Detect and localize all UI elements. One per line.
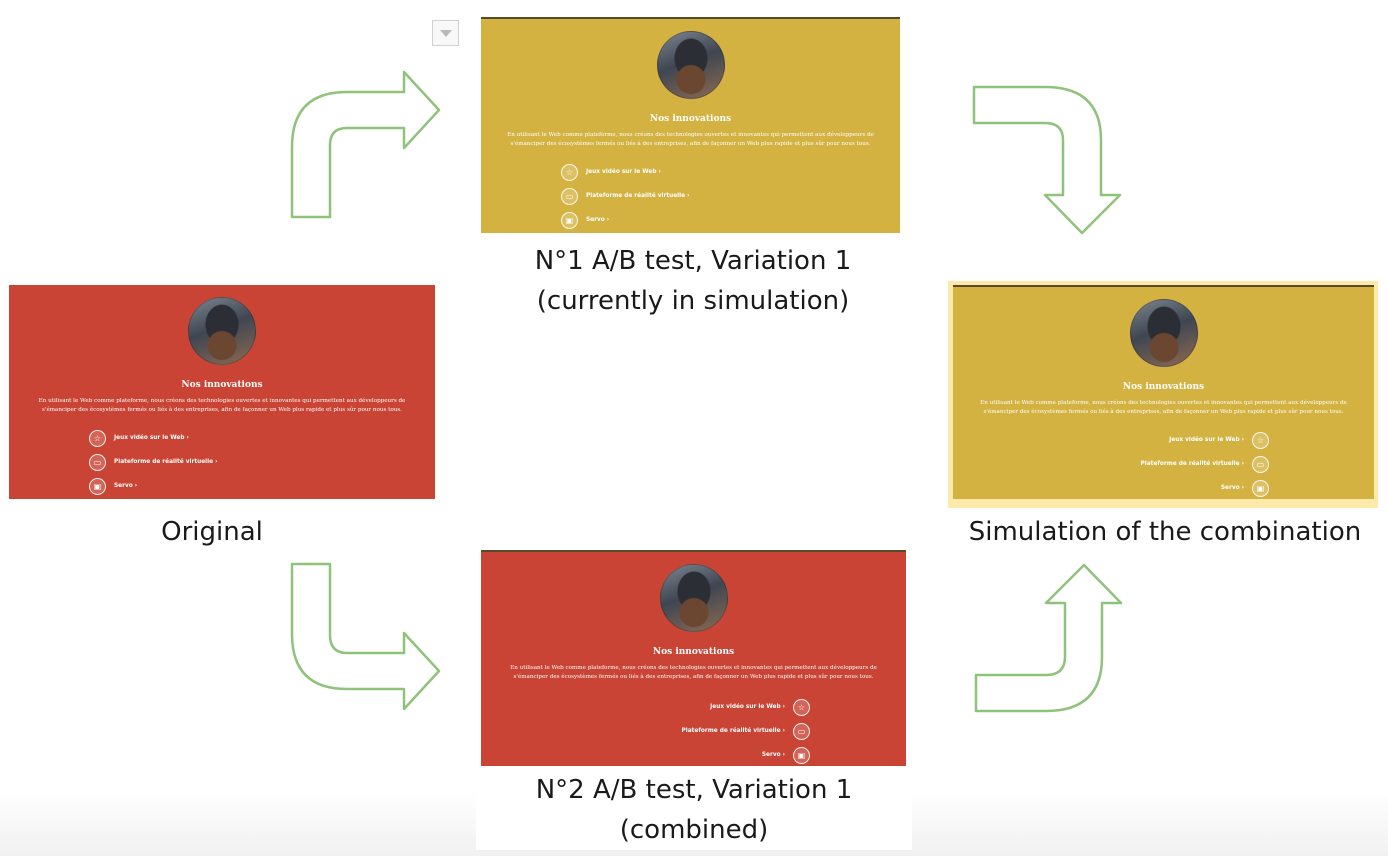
vr-headset-icon: ▭ [793,722,810,740]
panel-title: Nos innovations [1122,382,1205,392]
link-servo[interactable]: Servo › ▣ [1221,478,1269,498]
link-games[interactable]: ☆ Jeux vidéo sur le Web › [89,428,189,448]
combined-caption: Simulation of the combination [968,517,1362,547]
ab1-caption: N°1 A/B test, Variation 1 (currently in … [534,246,852,316]
avatar [1129,299,1198,367]
panel-description: En utilisant le Web comme plateforme, no… [980,400,1347,415]
star-icon: ☆ [793,698,810,716]
original-panel: Nos innovations En utilisant le Web comm… [9,285,435,499]
link-vr[interactable]: ▭ Plateforme de réalité virtuelle › [561,186,689,206]
ab1-panel: Nos innovations En utilisant le Web comm… [481,17,900,233]
combined-panel: Nos innovations En utilisant le Web comm… [953,285,1374,499]
browser-window-icon: ▣ [1252,479,1269,497]
ab2-panel: Nos innovations En utilisant le Web comm… [481,550,906,766]
link-games[interactable]: Jeux vidéo sur le Web › ☆ [1169,430,1269,450]
original-caption: Original [161,517,263,547]
browser-window-icon: ▣ [793,746,810,764]
vr-headset-icon: ▭ [1252,455,1269,473]
star-icon: ☆ [561,163,578,181]
link-servo[interactable]: ▣ Servo › [89,476,137,496]
avatar [656,31,725,99]
dropdown-toggle[interactable] [432,20,459,46]
avatar [188,297,256,365]
panel-title: Nos innovations [181,380,263,390]
panel-title: Nos innovations [652,647,735,657]
vr-headset-icon: ▭ [89,453,106,471]
avatar [659,564,728,632]
panel-description: En utilisant le Web comme plateforme, no… [38,398,406,413]
link-games[interactable]: ☆ Jeux vidéo sur le Web › [561,162,661,182]
link-servo[interactable]: ▣ Servo › [561,210,609,230]
ab2-caption: N°2 A/B test, Variation 1 (combined) [476,770,912,850]
star-icon: ☆ [1252,431,1269,449]
chevron-down-icon [439,29,452,37]
link-vr[interactable]: Plateforme de réalité virtuelle › ▭ [1141,454,1269,474]
vr-headset-icon: ▭ [561,187,578,205]
link-vr[interactable]: Plateforme de réalité virtuelle › ▭ [682,721,810,741]
link-servo[interactable]: Servo › ▣ [762,745,810,765]
link-games[interactable]: Jeux vidéo sur le Web › ☆ [710,697,810,717]
link-vr[interactable]: ▭ Plateforme de réalité virtuelle › [89,452,217,472]
panel-title: Nos innovations [649,114,732,124]
browser-window-icon: ▣ [561,211,578,229]
panel-description: En utilisant le Web comme plateforme, no… [507,132,874,147]
star-icon: ☆ [89,429,106,447]
browser-window-icon: ▣ [89,477,106,495]
panel-description: En utilisant le Web comme plateforme, no… [510,665,877,680]
